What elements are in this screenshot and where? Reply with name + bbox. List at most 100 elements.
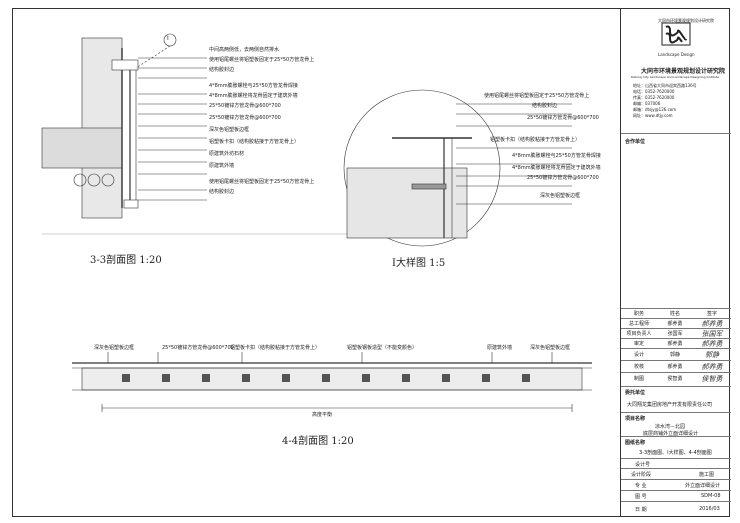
- project-label: 项目名称: [625, 416, 646, 422]
- detailI-caption: I大样图 1:5: [392, 258, 446, 269]
- section44-note: 原建筑外墙: [487, 345, 513, 351]
- section44-dimension: 高度平衡: [312, 412, 333, 418]
- section33-note: 25*50镀锌方管龙骨@600*700: [209, 103, 281, 109]
- sheet-row: 图 号 SDM-08: [621, 490, 731, 501]
- section44-note: 铝塑板卡扣（结构胶粘接于方管龙骨上）: [230, 345, 321, 351]
- drawing-name-section: 图纸名称 3-3剖面图、I大样图、4-4剖面图: [621, 436, 731, 458]
- role-signature: 郝养勇: [701, 339, 723, 348]
- role-row: 校核 郝养勇 郝养勇: [621, 360, 731, 372]
- drawing-number-label: 设计号: [635, 462, 651, 468]
- discipline-value: 外立面详细设计: [685, 483, 721, 489]
- section33-note: 25*50镀锌方管龙骨@600*700: [209, 115, 281, 121]
- role-row: 审定 郝养勇 郝养勇: [621, 338, 731, 348]
- org-name: 大同市环境景观规划设计研究院: [641, 68, 726, 75]
- drawing-linework: [41, 33, 592, 412]
- section33-note: 铝塑板卡扣（结构胶粘接于方管龙骨上）: [209, 139, 300, 145]
- role-title: 设计: [633, 352, 644, 358]
- sheet-label: 图 号: [635, 494, 647, 500]
- drawing-name: 3-3剖面图、I大样图、4-4剖面图: [639, 450, 712, 456]
- discipline-row: 专 业 外立面详细设计: [621, 479, 731, 490]
- detailI-note: 25*50镀锌方管龙骨@600*700: [527, 175, 599, 181]
- date-row: 日 期 2016/03: [621, 501, 731, 517]
- drawing-number-row: 设计号: [621, 458, 731, 468]
- role-name: 侯智勇: [667, 376, 683, 382]
- section44-note: 深灰色铝塑板边框: [94, 345, 135, 351]
- section33-slab: [41, 127, 123, 169]
- project-subtitle: 底层商铺外立面详细设计: [643, 431, 699, 437]
- role-signature: 郝养勇: [701, 362, 723, 371]
- detailI-note: 25*50镀锌方管龙骨@600*700: [527, 115, 599, 121]
- detailI-note: 铝塑板卡扣（结构胶粘接于方管龙骨上）: [490, 137, 581, 143]
- detailI-note: 使用铝尾螺丝将铝塑板固定于25*50方管龙骨上: [484, 93, 590, 99]
- role-signature: 郝养勇: [701, 319, 723, 328]
- roles-header-cell: 姓名: [669, 311, 680, 317]
- title-block: 大同市环境景观规划设计研究院 Landscape Design 大同市环境景观规…: [620, 8, 731, 517]
- drawing-frame: [12, 8, 730, 517]
- role-signature: 侯智勇: [701, 374, 723, 383]
- section44-note: 深灰色铝塑板边框: [530, 345, 571, 351]
- stage-label: 设计阶段: [631, 472, 652, 478]
- logo-icon: [661, 22, 691, 46]
- role-row: 制图 侯智勇 侯智勇: [621, 372, 731, 384]
- section44-caption: 4-4剖面图 1:20: [282, 436, 354, 447]
- role-name: 郝养勇: [667, 321, 683, 327]
- section33-note: 使用铝尾螺丝将铝塑板固定于25*50方管龙骨上: [209, 179, 315, 185]
- role-name: 张国军: [667, 331, 683, 337]
- role-row: 总工程师 郝养勇 郝养勇: [621, 318, 731, 328]
- org-address: 地址：山西省大同市迎宾西路136号: [633, 83, 697, 88]
- section33-note: 4*8mm膨胀螺栓将龙骨固定于建筑外墙: [209, 93, 298, 99]
- project-name: 凉水湾－北园: [655, 424, 686, 430]
- section33-note: 原建筑外墙: [209, 163, 235, 169]
- stage-value: 施工图: [699, 472, 715, 478]
- detailI-note: 4*8mm膨胀螺栓将龙骨固定于建筑外墙: [512, 165, 601, 171]
- sheet-value: SDM-08: [701, 493, 721, 499]
- client-name: 大同翔龙集团房地产开发有限责任公司: [627, 402, 713, 408]
- role-title: 总工程师: [628, 321, 649, 327]
- role-row: 项目负责人 张国军 张国军: [621, 328, 731, 338]
- section33-caption: 3-3剖面图 1:20: [90, 255, 162, 266]
- logo-text: 大同市环境景观规划设计研究院: [658, 18, 714, 23]
- role-name: 郭静: [669, 352, 680, 358]
- role-name: 郝养勇: [667, 364, 683, 370]
- role-signature: 张国军: [701, 329, 723, 338]
- detailI-note: 深灰色铝塑板边框: [540, 193, 581, 199]
- cooperation-section: 合作单位: [621, 133, 731, 308]
- org-fax: 传真：0352-7620000: [633, 95, 675, 100]
- section33-note: 结构胶封边: [209, 189, 235, 195]
- role-title: 审定: [633, 341, 644, 347]
- logo-subtitle: Landscape Design: [658, 52, 695, 57]
- org-tel: 电话：0352-7620000: [633, 89, 675, 94]
- section33-callout-label: I: [167, 35, 169, 42]
- section33-note: 使用铝尾螺丝将铝塑板固定于25*50方管龙骨上: [209, 57, 315, 63]
- org-email: 邮箱：dtsjy@126.com: [633, 107, 677, 112]
- role-row: 设计 郭静 郭静: [621, 348, 731, 360]
- org-website: 网址：www.dtjy.com: [633, 113, 673, 118]
- org-zip: 邮编：037006: [633, 101, 661, 106]
- detailI-circle: [343, 89, 501, 247]
- section33-callout: [163, 33, 177, 47]
- section33-note: 原建筑外坊石材: [209, 151, 245, 157]
- section33-note: 结构胶封边: [209, 67, 235, 73]
- detailI-note: 4*8mm膨胀螺栓与25*50方管龙骨焊接: [512, 153, 601, 159]
- role-signature: 郭静: [705, 350, 719, 359]
- section44-note: 铝塑板钢板造型（不能变颜色）: [347, 345, 418, 351]
- client-section: 委托单位 大同翔龙集团房地产开发有限责任公司: [621, 386, 731, 412]
- roles-header-cell: 签字: [706, 311, 717, 317]
- client-label: 委托单位: [625, 390, 646, 396]
- drawing-name-label: 图纸名称: [625, 440, 646, 446]
- project-section: 项目名称 凉水湾－北园 底层商铺外立面详细设计: [621, 412, 731, 437]
- drawing-area: 中间高两侧低，去两侧自然排水 使用铝尾螺丝将铝塑板固定于25*50方管龙骨上 结…: [12, 8, 620, 517]
- org-english-name: Datong City Landscape and Landscape Desi…: [631, 75, 719, 79]
- section44-note: 25*50镀锌方管龙骨@600*700: [162, 345, 234, 351]
- role-title: 项目负责人: [626, 331, 652, 337]
- role-name: 郝养勇: [667, 341, 683, 347]
- role-title: 校核: [633, 364, 644, 370]
- section44-wall: [81, 367, 583, 391]
- section33-note: 中间高两侧低，去两侧自然排水: [209, 47, 280, 53]
- roles-header-cell: 职务: [633, 311, 644, 317]
- stage-row: 设计阶段 施工图: [621, 468, 731, 479]
- section33-note: 深灰色铝塑板边框: [209, 127, 250, 133]
- cooperation-label: 合作单位: [625, 139, 646, 145]
- discipline-label: 专 业: [635, 483, 647, 489]
- section33-note: 4*8mm膨胀螺栓与25*50方管龙骨焊接: [209, 83, 298, 89]
